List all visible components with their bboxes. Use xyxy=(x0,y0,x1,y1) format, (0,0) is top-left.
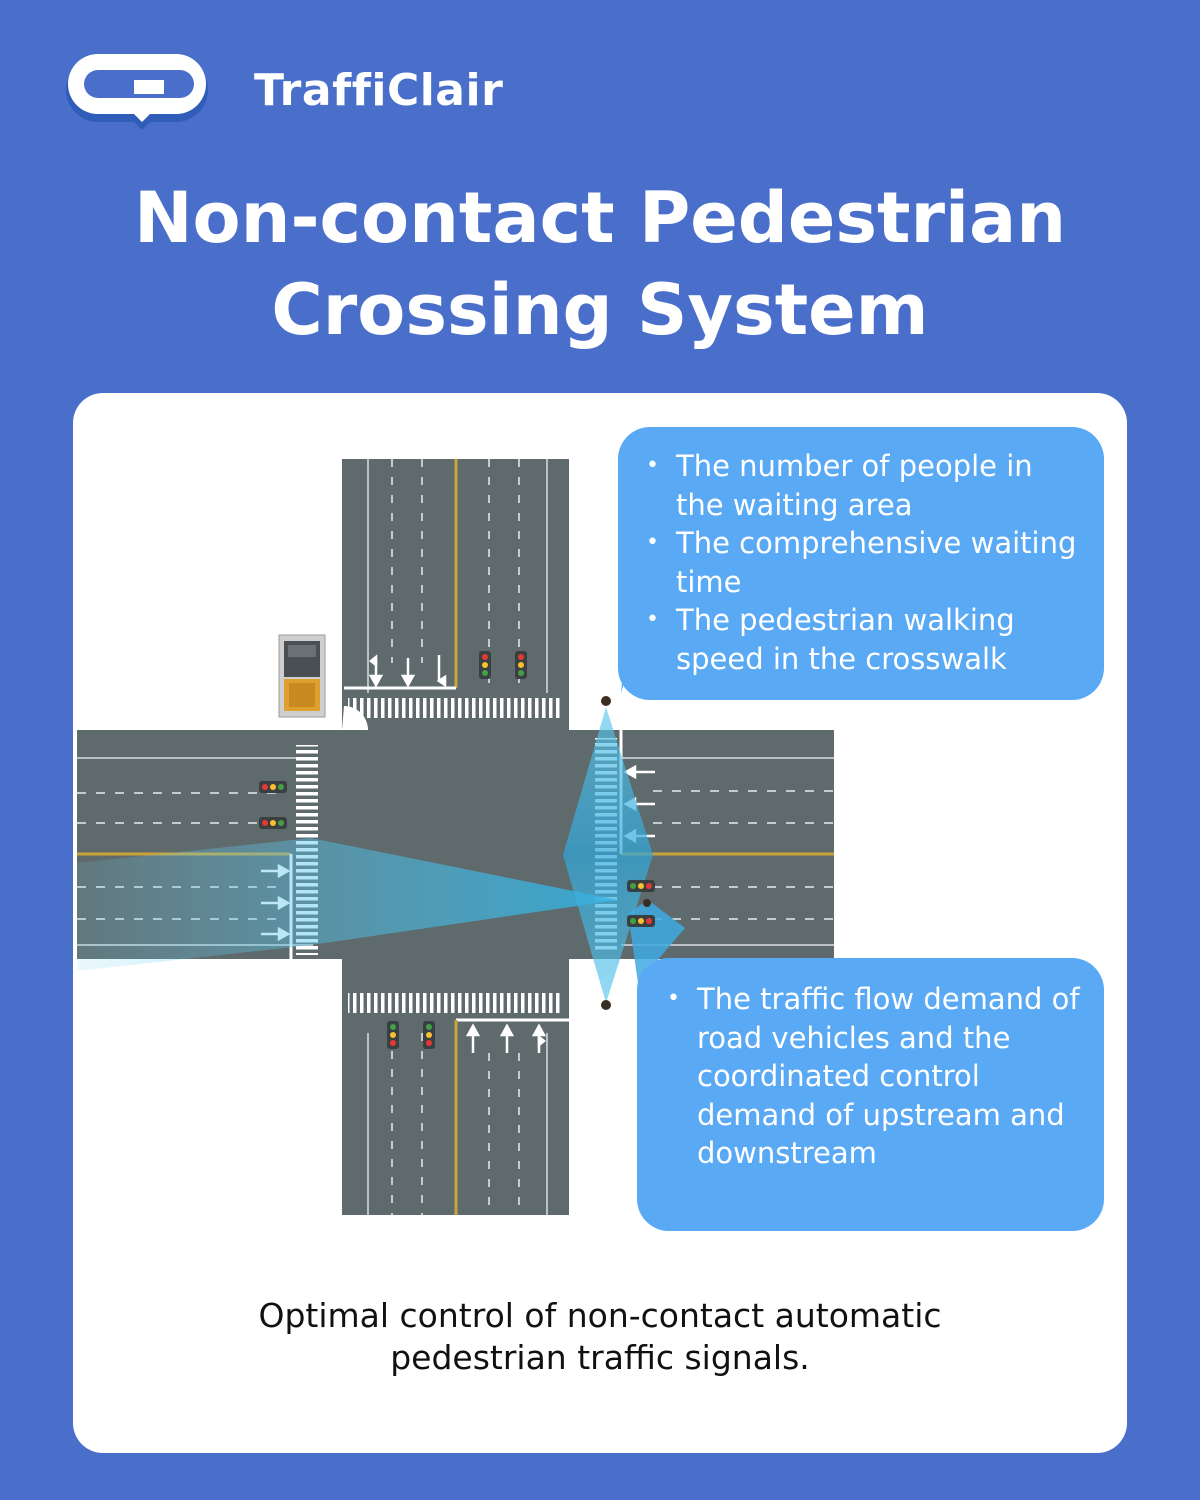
waiting-factors-list: The number of people in the waiting area… xyxy=(638,447,1088,678)
title-line-1: Non-contact Pedestrian xyxy=(133,177,1067,259)
curb-corners xyxy=(312,700,599,989)
caption-line-2: pedestrian traffic signals. xyxy=(390,1338,810,1377)
content-card: The number of people in the waiting area… xyxy=(73,393,1127,1453)
controller-cabinet-icon xyxy=(278,634,326,718)
intersection-diagram xyxy=(77,459,834,1215)
caption-line-1: Optimal control of non-contact automatic xyxy=(258,1296,942,1335)
list-item: The number of people in the waiting area xyxy=(638,447,1088,524)
caption: Optimal control of non-contact automatic… xyxy=(73,1295,1127,1379)
title-line-2: Crossing System xyxy=(271,269,929,351)
page-title: Non-contact Pedestrian Crossing System xyxy=(0,172,1200,356)
north-lane-markings xyxy=(344,459,563,718)
traffic-factors-list: The traffic flow demand of road vehicles… xyxy=(659,980,1088,1173)
info-bubble-traffic: The traffic flow demand of road vehicles… xyxy=(637,958,1104,1231)
sensor-beams xyxy=(77,707,685,1003)
speech-bubble-logo-icon xyxy=(66,54,208,130)
south-lane-markings xyxy=(348,993,570,1215)
list-item: The comprehensive waiting time xyxy=(638,524,1088,601)
lane-arrow-icon xyxy=(368,654,447,688)
lane-arrow-icon xyxy=(465,1023,547,1053)
crosswalk-north xyxy=(348,698,563,718)
info-bubble-waiting: The number of people in the waiting area… xyxy=(618,427,1104,700)
traffic-light-icon xyxy=(259,651,655,1049)
brand-name: TraffiClair xyxy=(254,64,504,116)
list-item: The pedestrian walking speed in the cros… xyxy=(638,601,1088,678)
radar-sensor-icon xyxy=(601,696,651,1010)
list-item: The traffic flow demand of road vehicles… xyxy=(659,980,1088,1173)
brand: TraffiClair xyxy=(58,50,503,130)
bubble-pointer-top xyxy=(621,593,651,693)
